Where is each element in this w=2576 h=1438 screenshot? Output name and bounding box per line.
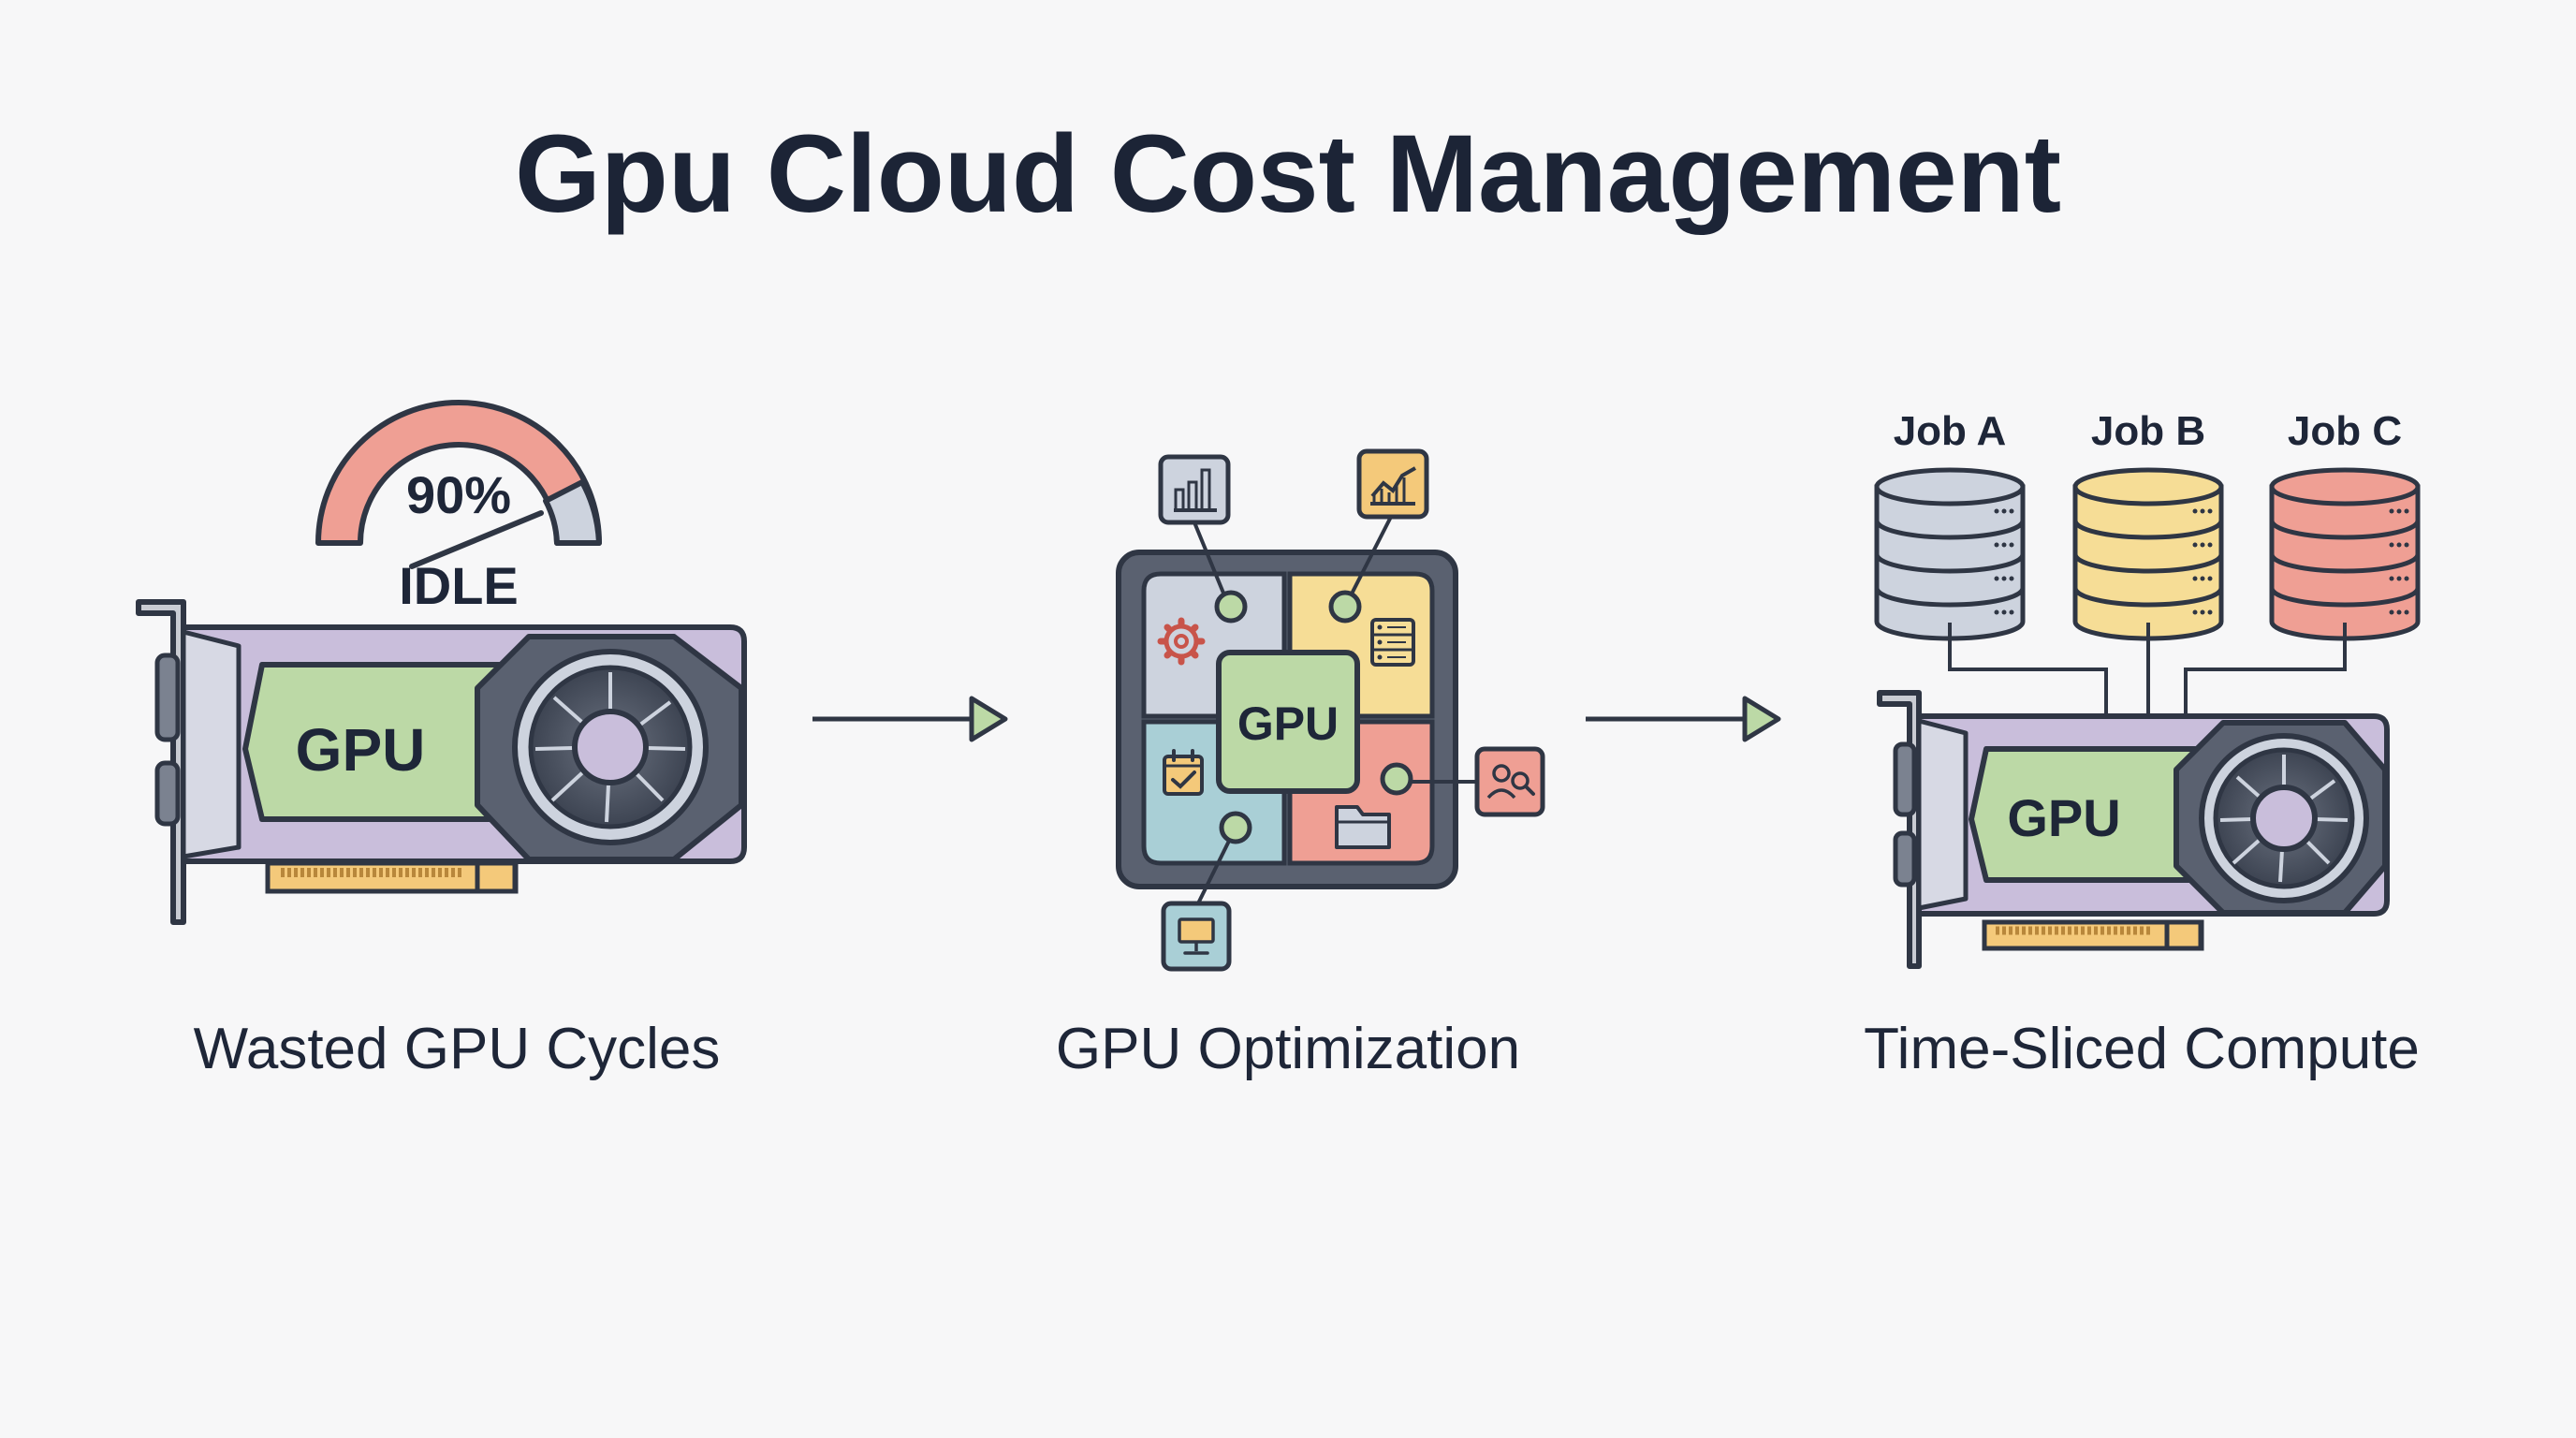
gpu-card-shared: GPU: [1877, 690, 2390, 969]
job-label-a: Job A: [1894, 408, 2007, 454]
optimization-board: GPU: [1116, 550, 1458, 889]
database-cap: [2269, 467, 2421, 506]
database-led: [2404, 609, 2409, 615]
database-led: [2389, 609, 2394, 615]
user-search-icon: [1474, 746, 1545, 817]
flow-arrow-2: [1586, 696, 1781, 742]
optimization-chip-label: GPU: [1237, 697, 1339, 750]
bar-chart-icon: [1158, 454, 1231, 525]
idle-gauge-icon: 90% IDLE: [315, 400, 602, 615]
database-led: [2001, 542, 2007, 548]
database-led: [2009, 576, 2014, 581]
trend-chart-icon: [1356, 448, 1429, 520]
database-cap: [1874, 467, 2026, 506]
gpu-card-idle: GPU: [136, 599, 747, 925]
caption-wasted-gpu-cycles: Wasted GPU Cycles: [193, 1017, 721, 1081]
database-led: [2192, 609, 2198, 615]
job-label-c: Job C: [2288, 408, 2402, 454]
database-icon-job-a: [1874, 467, 2026, 641]
database-led: [2207, 508, 2213, 514]
caption-time-sliced-compute: Time-Sliced Compute: [1864, 1017, 2420, 1081]
database-led: [2001, 508, 2007, 514]
database-led: [2404, 508, 2409, 514]
monitor-icon: [1161, 901, 1232, 972]
database-led: [2396, 576, 2402, 581]
database-led: [2009, 609, 2014, 615]
gpu-chip-label: GPU: [296, 716, 426, 784]
database-led: [2192, 542, 2198, 548]
database-led: [2001, 609, 2007, 615]
database-led: [2389, 508, 2394, 514]
database-led: [2396, 508, 2402, 514]
database-led: [1994, 609, 1999, 615]
page-title: Gpu Cloud Cost Management: [515, 112, 2061, 236]
database-cap: [2072, 467, 2224, 506]
database-led: [2192, 576, 2198, 581]
database-led: [2200, 576, 2205, 581]
database-icon-job-c: [2269, 467, 2421, 641]
database-led: [1994, 542, 1999, 548]
job-labels: Job A Job B Job C: [1894, 408, 2402, 454]
job-connectors: [1948, 623, 2347, 716]
gauge-label: IDLE: [399, 556, 519, 615]
job-label-b: Job B: [2091, 408, 2205, 454]
gauge-value: 90%: [406, 465, 511, 524]
database-led: [2389, 576, 2394, 581]
caption-gpu-optimization: GPU Optimization: [1055, 1017, 1521, 1081]
database-led: [2001, 576, 2007, 581]
database-led: [2207, 542, 2213, 548]
database-led: [2200, 542, 2205, 548]
database-led: [2009, 508, 2014, 514]
database-icon-job-b: [2072, 467, 2224, 641]
database-led: [2207, 609, 2213, 615]
gear-icon: [1157, 617, 1206, 666]
connector-nodes: [1214, 590, 1413, 844]
job-database-stacks: [1874, 467, 2421, 641]
database-led: [2200, 609, 2205, 615]
server-icon: [1370, 618, 1415, 667]
calendar-check-icon: [1163, 749, 1204, 796]
folder-icon: [1335, 805, 1391, 849]
shared-gpu-chip-label: GPU: [2007, 788, 2120, 847]
database-led: [1994, 576, 1999, 581]
flow-arrow-1: [812, 696, 1008, 742]
database-led: [2389, 542, 2394, 548]
database-led: [2396, 609, 2402, 615]
database-led: [2009, 542, 2014, 548]
database-led: [2200, 508, 2205, 514]
database-led: [2404, 542, 2409, 548]
database-led: [2396, 542, 2402, 548]
database-led: [2192, 508, 2198, 514]
database-led: [2404, 576, 2409, 581]
database-led: [1994, 508, 1999, 514]
database-led: [2207, 576, 2213, 581]
